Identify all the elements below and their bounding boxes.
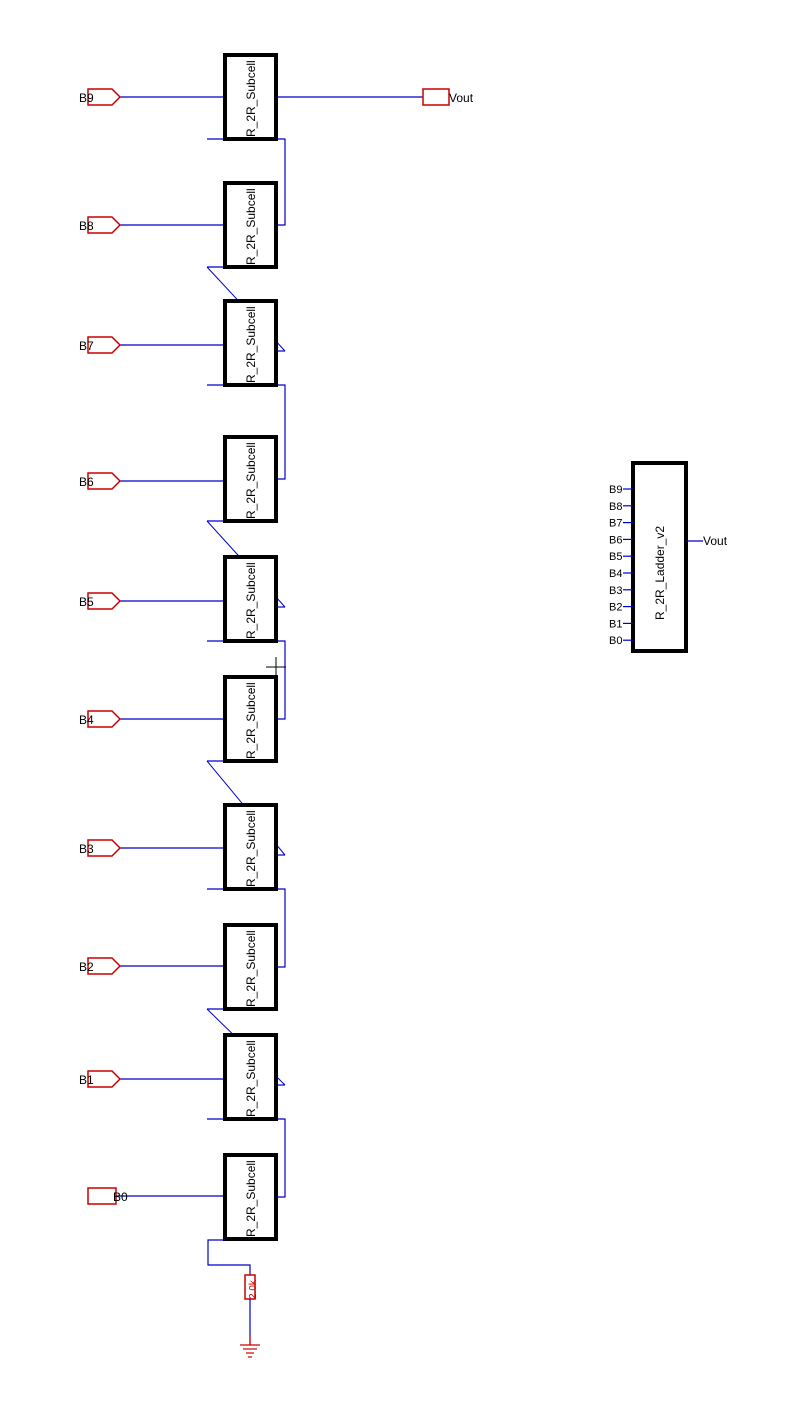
subcell-box[interactable] [223, 923, 278, 1011]
input-pin-label: B3 [79, 842, 94, 856]
input-pin-b8[interactable] [87, 216, 122, 234]
subcell-box[interactable] [223, 1033, 278, 1121]
resistor-value: 2.0k [248, 1279, 259, 1299]
symbol-pin-label: B6 [609, 534, 622, 546]
chain-link [277, 138, 286, 226]
subcell-box[interactable] [223, 1153, 278, 1241]
input-pin-b0[interactable] [87, 1187, 117, 1205]
vout-pin[interactable] [422, 88, 450, 106]
output-and-ground: Vout 2.0k [207, 88, 474, 1358]
input-pin-label: B9 [79, 91, 94, 105]
subcell-box[interactable] [223, 555, 278, 643]
input-pin-b7[interactable] [87, 336, 122, 354]
subcell-label: R_2R_Subcell [244, 682, 258, 759]
input-pin-label: B0 [113, 1190, 128, 1204]
input-pin-label: B2 [79, 960, 94, 974]
input-pin-label: B5 [79, 595, 94, 609]
subcell-label: R_2R_Subcell [244, 1040, 258, 1117]
chain-link [277, 1118, 286, 1198]
subcell-label: R_2R_Subcell [244, 810, 258, 887]
input-pin-b9[interactable] [87, 88, 122, 106]
input-pin-b5[interactable] [87, 592, 122, 610]
subcell-box[interactable] [223, 299, 278, 387]
subcell-label: R_2R_Subcell [244, 306, 258, 383]
symbol-pin-label: B0 [609, 635, 622, 647]
input-pin-b2[interactable] [87, 957, 122, 975]
ladder-symbol-box[interactable] [631, 461, 688, 653]
chain-link [277, 384, 286, 480]
subcell-box[interactable] [223, 53, 278, 141]
subcell-box[interactable] [223, 803, 278, 891]
input-pin-label: B6 [79, 475, 94, 489]
subcell-box[interactable] [223, 675, 278, 763]
symbol-pin-label: B3 [609, 585, 622, 597]
subcell-box[interactable] [223, 181, 278, 269]
symbol-vout-label: Vout [703, 534, 728, 548]
subcell-label: R_2R_Subcell [244, 60, 258, 137]
subcell-label: R_2R_Subcell [244, 188, 258, 265]
input-pin-b4[interactable] [87, 710, 122, 728]
vout-label: Vout [449, 91, 474, 105]
input-pin-label: B7 [79, 339, 94, 353]
subcell-label: R_2R_Subcell [244, 1160, 258, 1237]
input-pin-b1[interactable] [87, 1070, 122, 1088]
input-pin-label: B8 [79, 219, 94, 233]
ladder-symbol-name: R_2R_Ladder_v2 [653, 526, 667, 620]
subcell-label: R_2R_Subcell [244, 442, 258, 519]
symbol-pin-label: B7 [609, 518, 622, 530]
subcells: R_2R_SubcellR_2R_SubcellR_2R_SubcellR_2R… [223, 53, 278, 1241]
input-pin-label: B4 [79, 713, 94, 727]
input-pin-label: B1 [79, 1073, 94, 1087]
subcell-label: R_2R_Subcell [244, 930, 258, 1007]
crosshair-cursor-icon [266, 657, 286, 677]
input-pin-b6[interactable] [87, 472, 122, 490]
chain-link [277, 640, 286, 720]
termination-wire [207, 1239, 251, 1275]
symbol-pin-label: B5 [609, 551, 622, 563]
symbol-pin-label: B2 [609, 602, 622, 614]
symbol-pin-label: B9 [609, 484, 622, 496]
input-pin-b3[interactable] [87, 839, 122, 857]
subcell-box[interactable] [223, 435, 278, 523]
symbol-pin-label: B4 [609, 568, 622, 580]
symbol-pin-label: B8 [609, 501, 622, 513]
ground-icon [240, 1335, 260, 1358]
subcell-label: R_2R_Subcell [244, 562, 258, 639]
chain-link [277, 888, 286, 968]
symbol-pin-label: B1 [609, 618, 622, 630]
